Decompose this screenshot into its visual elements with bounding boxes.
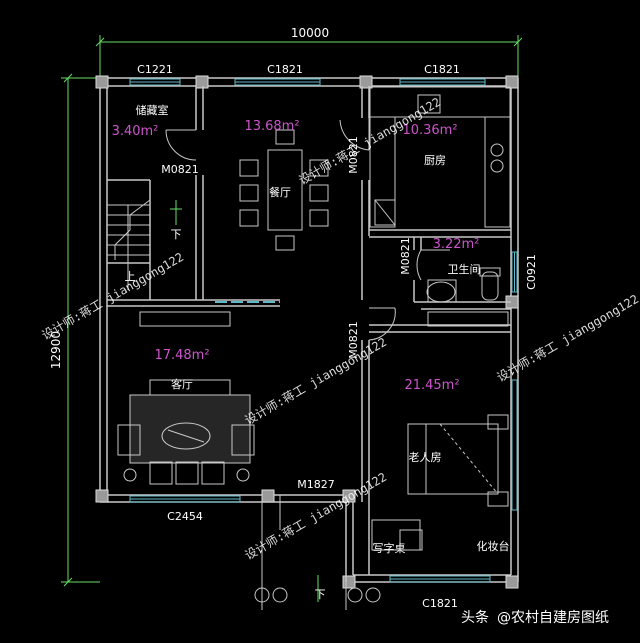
vanity-label: 化妆台 (477, 539, 510, 553)
windows (129, 78, 518, 583)
door-label-kitchen: M0821 (347, 136, 360, 174)
staircase (107, 199, 151, 290)
room-name-storage: 储藏室 (136, 103, 169, 117)
width-dimension: 10000 (291, 26, 329, 40)
dimension-lines (61, 35, 523, 587)
stair-down-label: 下 (171, 228, 182, 241)
room-area-storage: 3.40m² (112, 124, 159, 139)
footer-account: @农村自建房图纸 (497, 610, 609, 626)
bed (407, 414, 509, 507)
desk-label: 写字桌 (373, 541, 406, 555)
desk (371, 519, 423, 551)
room-name-kitchen: 厨房 (424, 154, 446, 167)
room-name-dining: 餐厅 (269, 185, 291, 199)
stair-up-label: 上 (125, 270, 136, 283)
window-label-bottom-right: C1821 (422, 597, 458, 610)
wardrobe-cabinet (427, 311, 509, 327)
door-label-storage: M0821 (161, 163, 199, 176)
doors (165, 118, 450, 530)
room-area-dining: 13.68m² (244, 119, 299, 134)
kitchen-fixtures (369, 86, 511, 228)
watermark-2: 设计师:蒋工 jianggong122 (40, 250, 187, 343)
room-area-bedroom: 21.45m² (404, 378, 459, 393)
height-dimension: 12900 (49, 331, 63, 369)
watermark-3: 设计师:蒋工 jianggong122 (243, 335, 390, 428)
interior-walls (107, 86, 511, 582)
window-label-right: C0921 (525, 254, 538, 290)
porch-down-label: 下 (315, 588, 326, 601)
door-label-bedroom: M0821 (347, 321, 360, 359)
footer-prefix: 头条 (461, 609, 489, 626)
door-label-entry: M1827 (297, 478, 335, 491)
room-name-living: 客厅 (171, 377, 193, 391)
window-label-top-mid: C1821 (267, 63, 303, 76)
dining-table (239, 129, 329, 251)
exterior-walls (99, 77, 519, 583)
room-area-bath: 3.22m² (433, 237, 480, 252)
living-furniture (117, 311, 255, 485)
porch (254, 502, 381, 610)
room-name-bath: 卫生间 (448, 262, 481, 276)
room-name-bedroom: 老人房 (409, 451, 442, 464)
stair-arrow (170, 200, 182, 225)
bath-fixtures (426, 267, 501, 303)
door-label-bath: M0821 (399, 237, 412, 275)
window-label-top-right: C1821 (424, 63, 460, 76)
room-area-living: 17.48m² (154, 348, 209, 363)
window-label-bottom-left: C2454 (167, 510, 203, 523)
window-label-top-left: C1221 (137, 63, 173, 76)
room-area-kitchen: 10.36m² (402, 123, 457, 138)
